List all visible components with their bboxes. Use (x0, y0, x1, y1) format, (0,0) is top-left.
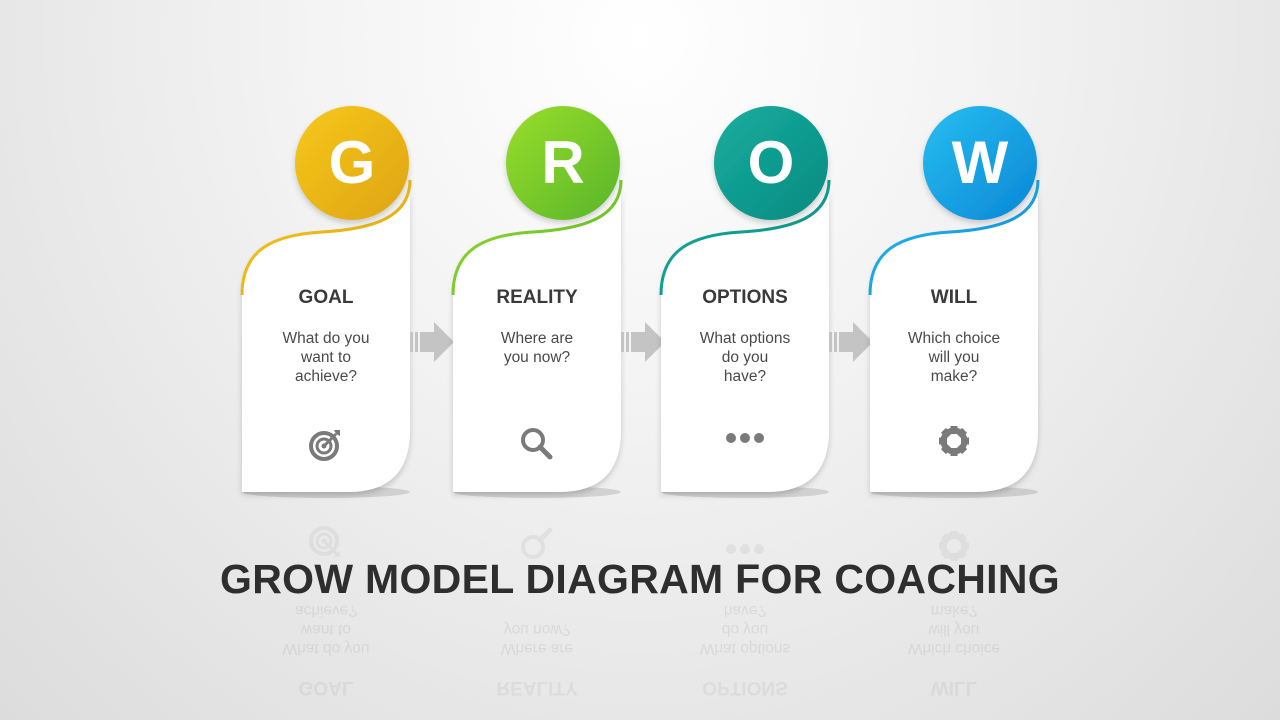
step-letter: O (747, 129, 795, 196)
reflection-line: What options (699, 640, 791, 657)
step-question: Where are you now? (477, 329, 597, 367)
more-dots-icon (725, 424, 765, 464)
step-card-will: W WILL Which choice will you make? (868, 100, 1040, 500)
reflection-line: will you (928, 621, 980, 638)
question-line: have? (723, 368, 767, 385)
reflection-question: What options do you have? (685, 601, 805, 658)
card-reflection: OPTIONS What options do you have? (661, 498, 831, 698)
question-line: will you (928, 349, 980, 366)
gear-icon (934, 424, 974, 464)
step-title: WILL (930, 287, 978, 308)
reflection-question: Which choice will you make? (894, 601, 1014, 658)
card-reflection: REALITY Where are you now? (453, 498, 623, 698)
reflection-question: Where are you now? (477, 620, 597, 658)
reflection-line: make? (930, 602, 978, 619)
reflection-line: have? (723, 602, 767, 619)
question-line: want to (301, 349, 351, 366)
gear-icon (934, 523, 974, 563)
reflection-line: want to (301, 621, 351, 638)
reflection-line: do you (721, 621, 769, 638)
card-shape (240, 106, 412, 498)
card-reflection: WILL Which choice will you make? (870, 498, 1040, 698)
reflection-line: Which choice (907, 640, 1001, 657)
question-line: do you (721, 349, 769, 366)
step-letter: W (951, 129, 1009, 196)
reflection-line: you now? (503, 621, 571, 638)
step-card-goal: G GOAL What do you want to achieve? (240, 100, 412, 500)
step-question: What do you want to achieve? (266, 329, 386, 386)
reflection-line: achieve? (294, 602, 358, 619)
step-letter: G (328, 129, 376, 196)
question-line: make? (930, 368, 978, 385)
question-line: Where are (500, 330, 574, 347)
card-reflection: GOAL What do you want to achieve? (242, 498, 412, 698)
card-shape (659, 106, 831, 498)
reflection-title: GOAL (298, 677, 354, 698)
reflection-question: What do you want to achieve? (266, 601, 386, 658)
question-line: achieve? (294, 368, 358, 385)
step-card-reality: R REALITY Where are you now? (451, 100, 623, 500)
step-title: OPTIONS (702, 287, 788, 308)
question-line: you now? (503, 349, 571, 366)
slide-title: GROW MODEL DIAGRAM FOR COACHING (220, 556, 1060, 602)
step-title: GOAL (298, 287, 354, 308)
question-line: What options (699, 330, 791, 347)
question-line: What do you (282, 330, 370, 347)
reflection-title: OPTIONS (702, 677, 788, 698)
reflection-line: Where are (500, 640, 574, 657)
search-icon (517, 424, 557, 464)
step-letter: R (541, 129, 585, 196)
target-icon (306, 523, 346, 563)
reflection-title: WILL (930, 677, 978, 698)
question-line: Which choice (907, 330, 1001, 347)
card-shape (451, 106, 623, 498)
step-question: What options do you have? (685, 329, 805, 386)
reflection-title: REALITY (496, 677, 578, 698)
target-icon (306, 424, 346, 464)
arrow-icon (829, 320, 873, 364)
search-icon (517, 523, 557, 563)
step-question: Which choice will you make? (894, 329, 1014, 386)
step-card-options: O OPTIONS What options do you have? (659, 100, 831, 500)
card-shape (868, 106, 1040, 498)
arrow-icon (410, 320, 454, 364)
arrow-icon (621, 320, 665, 364)
reflection-line: What do you (282, 640, 370, 657)
step-title: REALITY (496, 287, 578, 308)
more-dots-icon (725, 523, 765, 563)
